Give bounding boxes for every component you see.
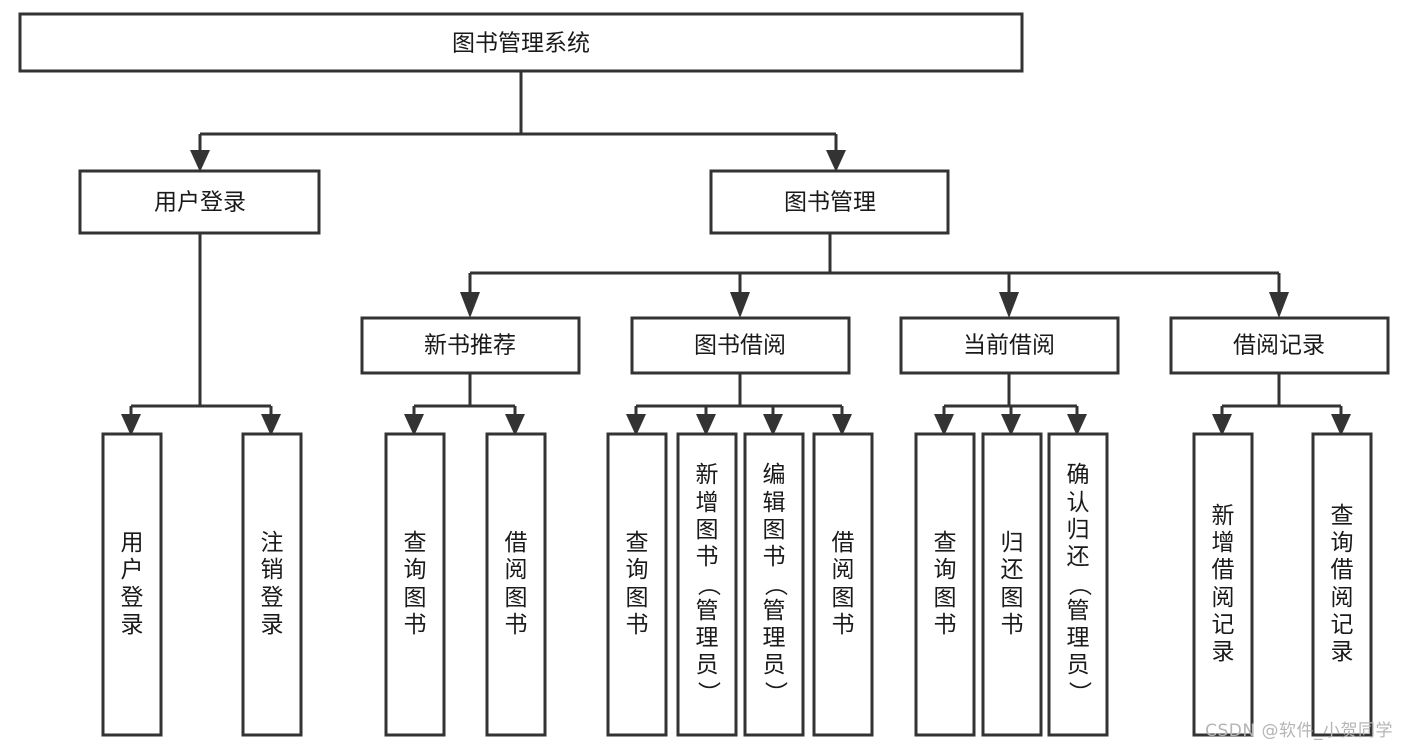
node-user-login[interactable] bbox=[78, 169, 321, 235]
node-book-borrow[interactable] bbox=[630, 316, 851, 375]
arrow-to-leaf-edit-book bbox=[763, 414, 783, 436]
connector-borrowrecord-to-leaves bbox=[1220, 373, 1343, 418]
arrow-to-leaf-user-login bbox=[121, 414, 141, 436]
arrow-to-leaf-add-record bbox=[1212, 414, 1232, 436]
arrow-to-leaf-borrow-book-1 bbox=[505, 414, 525, 436]
node-borrow-record[interactable] bbox=[1169, 316, 1390, 375]
node-leaf-logout-login[interactable] bbox=[241, 432, 303, 737]
node-leaf-borrow-book-2[interactable] bbox=[812, 432, 874, 737]
connectors-group bbox=[129, 71, 1343, 418]
connector-root-to-level2 bbox=[198, 71, 838, 150]
node-book-borrow-label: 图书借阅 bbox=[694, 333, 786, 359]
arrow-to-leaf-query-book-3 bbox=[934, 414, 954, 436]
node-leaf-query-book-1[interactable] bbox=[384, 432, 446, 737]
node-leaf-query-book-3[interactable] bbox=[914, 432, 976, 737]
connector-bookborrow-to-leaves bbox=[634, 373, 844, 418]
node-user-login-label: 用户登录 bbox=[154, 190, 246, 216]
node-leaf-add-book[interactable] bbox=[676, 432, 738, 737]
arrow-to-leaf-borrow-book-2 bbox=[832, 414, 852, 436]
node-leaf-add-record[interactable] bbox=[1192, 432, 1254, 737]
node-new-book-recommend-label: 新书推荐 bbox=[424, 333, 516, 359]
arrow-to-book-manage bbox=[826, 150, 846, 172]
node-book-manage[interactable] bbox=[709, 169, 950, 235]
connector-newbook-to-leaves bbox=[412, 373, 517, 418]
arrow-to-leaf-add-book bbox=[696, 414, 716, 436]
node-leaf-user-login[interactable] bbox=[101, 432, 163, 737]
connector-bookmanage-to-level3 bbox=[468, 233, 1281, 292]
arrowheads-group bbox=[121, 150, 1351, 436]
node-leaf-edit-book[interactable] bbox=[743, 432, 805, 737]
arrow-to-leaf-logout-login bbox=[261, 414, 281, 436]
connector-userlogin-to-leaves bbox=[129, 233, 273, 418]
node-leaf-query-record[interactable] bbox=[1311, 432, 1373, 737]
node-borrow-record-label: 借阅记录 bbox=[1233, 333, 1325, 359]
nodes-group bbox=[18, 12, 1390, 737]
arrow-to-current-borrow bbox=[999, 292, 1019, 318]
node-leaf-borrow-book-1[interactable] bbox=[485, 432, 547, 737]
arrow-to-user-login bbox=[190, 150, 210, 172]
arrow-to-borrow-record bbox=[1269, 292, 1289, 318]
arrow-to-leaf-query-book-1 bbox=[404, 414, 424, 436]
arrow-to-leaf-confirm-return bbox=[1067, 414, 1087, 436]
arrow-to-leaf-return-book bbox=[1001, 414, 1021, 436]
watermark-text: CSDN @软件_小贺同学 bbox=[1205, 721, 1393, 741]
arrow-to-leaf-query-book-2 bbox=[626, 414, 646, 436]
labels-group: 图书管理系统 用户登录 图书管理 新书推荐 图书借阅 当前借阅 借阅记录 bbox=[154, 31, 1325, 359]
node-current-borrow-label: 当前借阅 bbox=[963, 333, 1055, 359]
node-leaf-query-book-2[interactable] bbox=[606, 432, 668, 737]
node-book-manage-label: 图书管理 bbox=[784, 190, 876, 216]
node-current-borrow[interactable] bbox=[899, 316, 1120, 375]
arrow-to-book-borrow bbox=[730, 292, 750, 318]
node-leaf-return-book[interactable] bbox=[981, 432, 1043, 737]
arrow-to-new-book-recommend bbox=[460, 292, 480, 318]
connector-currentborrow-to-leaves bbox=[942, 373, 1079, 418]
node-leaf-confirm-return[interactable] bbox=[1047, 432, 1109, 737]
node-root-label: 图书管理系统 bbox=[452, 31, 590, 57]
node-root[interactable] bbox=[18, 12, 1024, 73]
node-new-book-recommend[interactable] bbox=[360, 316, 581, 375]
arrow-to-leaf-query-record bbox=[1331, 414, 1351, 436]
